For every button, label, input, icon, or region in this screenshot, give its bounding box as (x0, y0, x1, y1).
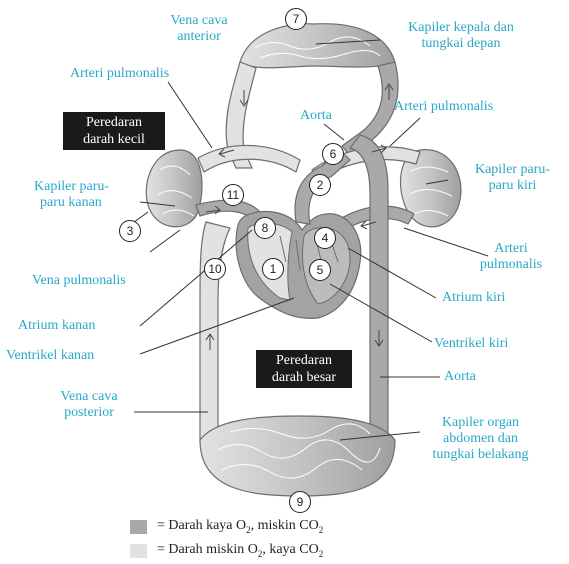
label-kapiler-paru-kanan: Kapiler paru-paru kanan (34, 179, 109, 211)
legend-swatch-deoxygenated (130, 544, 147, 558)
abdomen-capillary-bed (200, 416, 395, 496)
label-ventrikel-kiri: Ventrikel kiri (434, 336, 508, 352)
marker-11: 11 (222, 184, 244, 206)
marker-8: 8 (254, 217, 276, 239)
head-capillary-bed (240, 24, 395, 68)
label-vena-pulmonalis: Vena pulmonalis (32, 273, 126, 289)
label-kapiler-paru-kiri: Kapiler paru-paru kiri (460, 162, 565, 194)
legend-text-oxygenated: = Darah kaya O2, miskin CO2 (157, 518, 323, 535)
legend-swatch-oxygenated (130, 520, 147, 534)
marker-10: 10 (204, 258, 226, 280)
label-arteri-pulmonalis-right: Arteri pulmonalis (394, 99, 493, 115)
label-aorta-lower: Aorta (444, 369, 476, 385)
label-atrium-kiri: Atrium kiri (442, 290, 505, 306)
marker-1: 1 (262, 258, 284, 280)
marker-2: 2 (309, 174, 331, 196)
marker-4: 4 (314, 227, 336, 249)
marker-6: 6 (322, 143, 344, 165)
right-lung-capillary (146, 150, 202, 227)
label-ventrikel-kanan: Ventrikel kanan (6, 348, 94, 364)
legend-text-deoxygenated: = Darah miskin O2, kaya CO2 (157, 542, 323, 559)
label-aorta-top: Aorta (300, 108, 332, 124)
marker-7: 7 (285, 8, 307, 30)
marker-9: 9 (289, 491, 311, 513)
marker-5: 5 (309, 259, 331, 281)
marker-3: 3 (119, 220, 141, 242)
label-atrium-kanan: Atrium kanan (18, 318, 95, 334)
label-arteri-pulmonalis-left: Arteri pulmonalis (70, 66, 169, 82)
